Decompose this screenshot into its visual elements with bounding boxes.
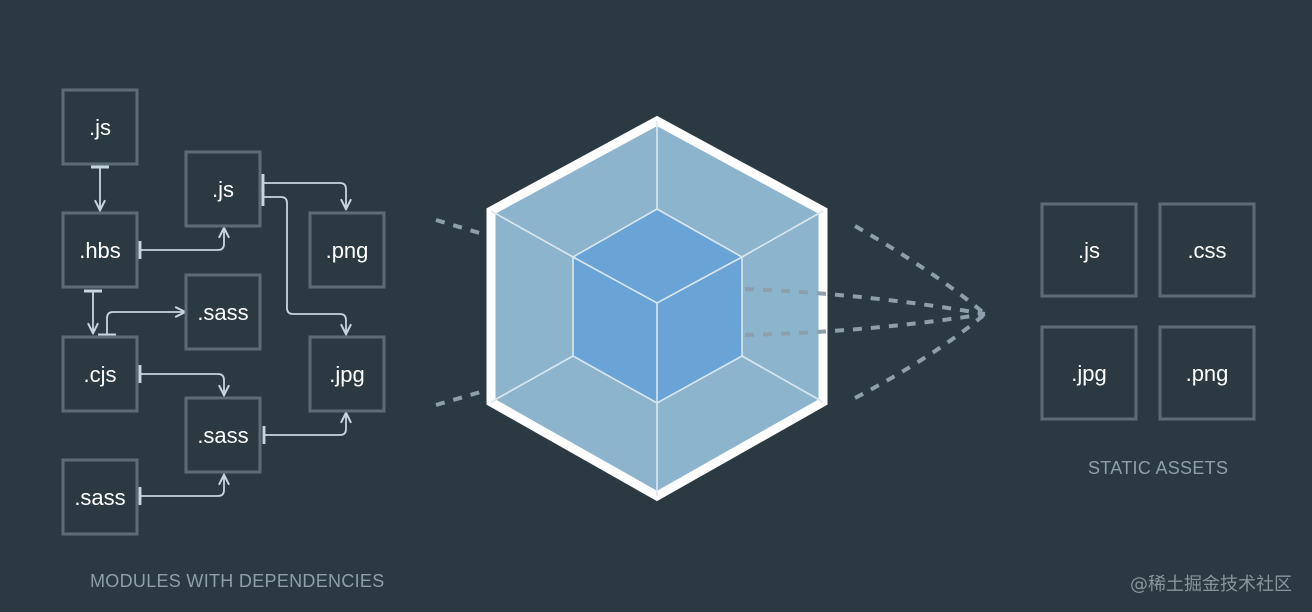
connector-js2-jpg xyxy=(263,197,346,333)
asset-box-label: .jpg xyxy=(1071,361,1106,386)
module-box-cjs: .cjs xyxy=(61,335,139,413)
asset-box-out-js: .js xyxy=(1040,202,1138,298)
module-box-sass1: .sass xyxy=(184,273,262,351)
module-box-outline xyxy=(61,88,139,166)
asset-box-out-jpg: .jpg xyxy=(1040,325,1138,421)
connector-cjs-sass1 xyxy=(107,312,184,335)
module-box-sass3: .sass xyxy=(61,458,139,536)
module-box-hbs: .hbs xyxy=(61,211,139,289)
connector-cjs-sass2 xyxy=(140,374,224,394)
module-box-outline xyxy=(61,458,139,536)
module-box-outline xyxy=(184,396,262,474)
asset-box-outline xyxy=(1158,325,1256,421)
module-box-outline xyxy=(308,335,386,413)
module-box-js1: .js xyxy=(61,88,139,166)
watermark: @稀土掘金技术社区 xyxy=(1130,574,1292,595)
asset-box-outline xyxy=(1040,202,1138,298)
module-box-label: .js xyxy=(89,115,111,140)
module-box-label: .png xyxy=(326,238,369,263)
module-box-outline xyxy=(61,211,139,289)
webpack-cube-icon xyxy=(486,115,828,502)
asset-box-label: .js xyxy=(1078,238,1100,263)
module-box-sass2: .sass xyxy=(184,396,262,474)
module-box-label: .hbs xyxy=(79,238,121,263)
connector-sass2-jpg xyxy=(264,414,346,435)
asset-box-outline xyxy=(1158,202,1256,298)
connector-hbs-js2 xyxy=(140,229,224,250)
assets-caption: STATIC ASSETS xyxy=(1088,458,1229,478)
output-dashes xyxy=(744,224,987,400)
module-box-label: .sass xyxy=(197,300,248,325)
module-box-jpg: .jpg xyxy=(308,335,386,413)
module-box-js2: .js xyxy=(184,150,262,228)
module-box-label: .cjs xyxy=(84,362,117,387)
module-box-outline xyxy=(184,150,262,228)
module-box-label: .js xyxy=(212,177,234,202)
asset-box-label: .css xyxy=(1187,238,1226,263)
module-box-label: .jpg xyxy=(329,362,364,387)
modules-caption: MODULES WITH DEPENDENCIES xyxy=(90,571,385,591)
connector-sass3-sass2 xyxy=(140,476,224,496)
asset-boxes: .js .css .jpg .png xyxy=(1040,202,1256,421)
module-boxes: .js .js .hbs .png .sass .cjs .jpg .sass .sass xyxy=(61,88,386,536)
module-box-outline xyxy=(184,273,262,351)
module-box-outline xyxy=(61,335,139,413)
module-box-outline xyxy=(308,211,386,289)
asset-box-out-css: .css xyxy=(1158,202,1256,298)
module-box-label: .sass xyxy=(197,423,248,448)
asset-box-label: .png xyxy=(1186,361,1229,386)
asset-box-outline xyxy=(1040,325,1138,421)
dependency-connectors xyxy=(93,167,346,496)
module-box-png: .png xyxy=(308,211,386,289)
module-box-label: .sass xyxy=(74,485,125,510)
asset-box-out-png: .png xyxy=(1158,325,1256,421)
connector-js2-png xyxy=(263,183,346,208)
